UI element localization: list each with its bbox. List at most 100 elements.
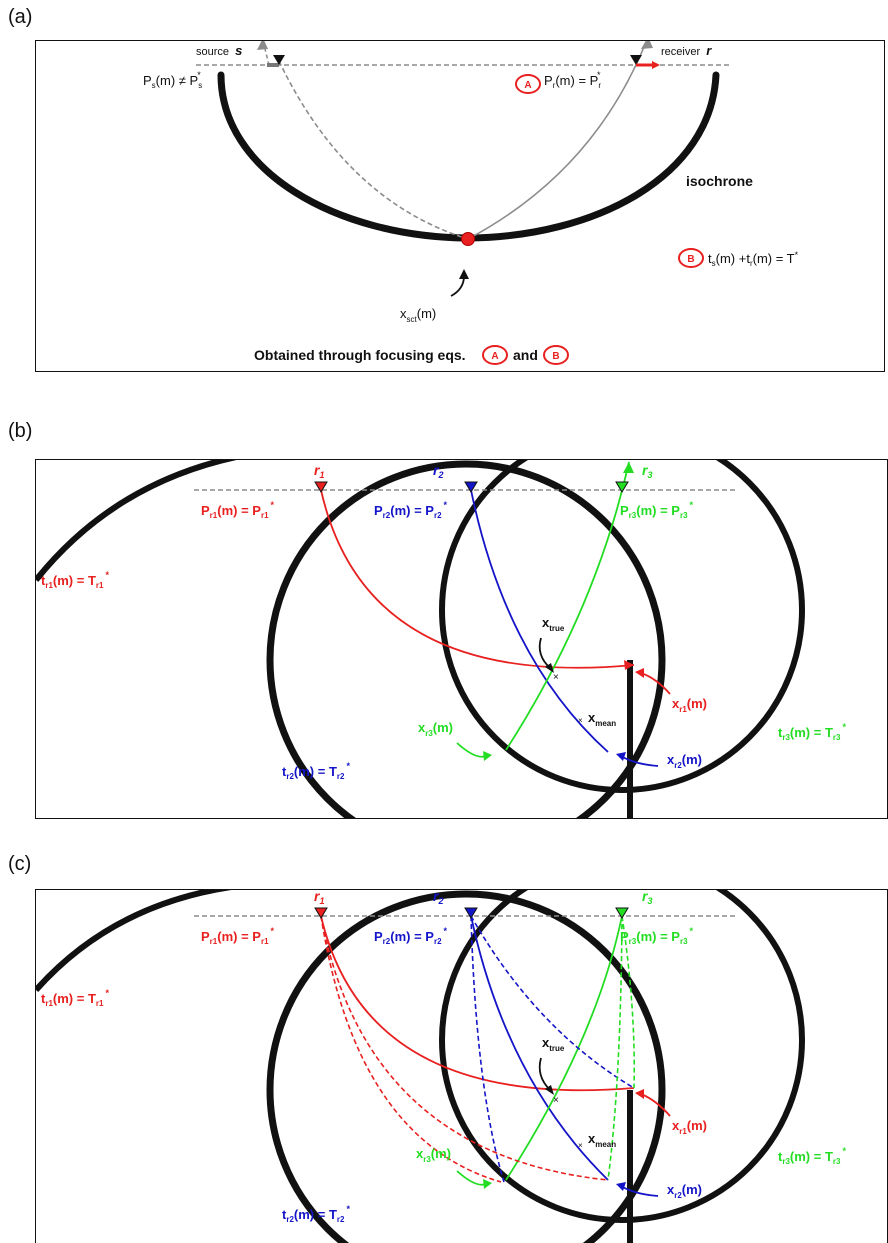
- receiver-r2-icon: [464, 481, 478, 493]
- badge-b-icon: B: [678, 248, 704, 268]
- panel-c-diagram: × × r1 r2 r3 Pr1(m) = Pr1* Pr2(m) = Pr2*…: [36, 890, 846, 1243]
- xr3-arrow-icon: [483, 1179, 492, 1189]
- receiver-r2-icon: [464, 907, 478, 919]
- panel-c-tag: (c): [8, 853, 32, 875]
- badge-a-inline-icon: A: [482, 345, 508, 365]
- receiver-r3-icon: [615, 907, 629, 919]
- panel-a-diagram: source s receiver r Ps(m) ≠ Ps* A Pr(m) …: [143, 41, 799, 365]
- ray-r1-dashed-b: [320, 915, 609, 1181]
- xr2-label: xr2(m): [667, 752, 702, 770]
- receiver-vector-icon: [652, 61, 660, 69]
- svg-text:B: B: [552, 351, 559, 362]
- xr3-label: xr3(m): [416, 1146, 451, 1164]
- tr2-circle: [266, 460, 666, 818]
- receiver-triangle-icon: [630, 55, 642, 65]
- r1-label: r1: [314, 462, 324, 480]
- xr1-arrow-icon: [635, 1089, 644, 1099]
- tr1-equation: tr1(m) = Tr1*: [41, 570, 109, 590]
- xr2-arrow-icon: [616, 1182, 626, 1191]
- xmean-point: ×: [578, 716, 583, 725]
- xsct-label: xsct(m): [400, 306, 436, 324]
- tr2-circle: [266, 890, 666, 1243]
- panel-c: × × r1 r2 r3 Pr1(m) = Pr1* Pr2(m) = Pr2*…: [35, 889, 888, 1243]
- badge-b-inline-icon: B: [543, 345, 569, 365]
- ray-r3-dashed-a: [621, 915, 636, 1089]
- r2-label: r2: [433, 462, 443, 480]
- svg-text:B: B: [687, 254, 694, 265]
- time-equation: ts(m) +tr(m) = T*: [708, 250, 799, 268]
- tr2-equation: tr2(m) = Tr2*: [282, 1204, 350, 1224]
- pr2-equation: Pr2(m) = Pr2*: [374, 500, 448, 520]
- isochrone-label: isochrone: [686, 173, 753, 189]
- ray-r1-dashed-a: [320, 915, 502, 1183]
- ps-equation: Ps(m) ≠ Ps*: [143, 70, 202, 90]
- source-symbol: s: [235, 43, 242, 58]
- tr3-circle: [439, 460, 805, 793]
- panel-a-tag: (a): [8, 6, 33, 28]
- tr3-equation: tr3(m) = Tr3*: [778, 722, 846, 742]
- xtrue-arrow-icon: [545, 1085, 554, 1095]
- xtrue-arrow-icon: [545, 663, 554, 673]
- panel-b-tag: (b): [8, 420, 33, 442]
- scatter-point: [461, 232, 475, 246]
- xmean-point: ×: [578, 1141, 583, 1150]
- tr1-circle: [36, 890, 232, 992]
- receiver-symbol: r: [706, 43, 712, 58]
- xr1-label: xr1(m): [672, 696, 707, 714]
- r3-label: r3: [642, 462, 652, 480]
- source-ray: [278, 60, 469, 240]
- r3-label: r3: [642, 890, 652, 906]
- ray-r2: [470, 915, 609, 1181]
- panel-a: source s receiver r Ps(m) ≠ Ps* A Pr(m) …: [35, 40, 885, 372]
- xr3-label: xr3(m): [418, 720, 453, 738]
- ray-r2-dashed-a: [470, 915, 505, 1183]
- pr1-equation: Pr1(m) = Pr1*: [201, 926, 275, 946]
- xr2-label: xr2(m): [667, 1182, 702, 1200]
- xr1-arrow-icon: [635, 668, 644, 678]
- focusing-text: Obtained through focusing eqs.: [254, 347, 466, 363]
- ray-r3-dashed-b: [607, 915, 623, 1181]
- ray-r1: [320, 915, 635, 1092]
- svg-text:source s: source s: [196, 43, 242, 58]
- and-text: and: [513, 347, 538, 363]
- pr1-equation: Pr1(m) = Pr1*: [201, 500, 275, 520]
- receiver-label: receiver: [661, 46, 700, 58]
- receiver-ray: [467, 41, 648, 240]
- source-arrowhead: [257, 41, 268, 50]
- source-triangle-icon: [273, 55, 285, 65]
- pr3-equation: Pr3(m) = Pr3*: [620, 500, 694, 520]
- ray-arrowhead: [641, 41, 653, 49]
- ray-r1: [320, 489, 635, 669]
- xr1-label: xr1(m): [672, 1118, 707, 1136]
- svg-text:A: A: [491, 351, 498, 362]
- tr1-circle: [36, 460, 237, 582]
- xtrue-label: xtrue: [542, 1035, 565, 1053]
- xr3-arrow-icon: [483, 751, 492, 761]
- svg-text:receiver r: receiver r: [661, 43, 712, 58]
- pr3-equation: Pr3(m) = Pr3*: [620, 926, 694, 946]
- receiver-r3-icon: [615, 481, 629, 493]
- receiver-r1-icon: [314, 907, 328, 919]
- xr2-arrow-icon: [616, 752, 626, 761]
- tr3-equation: tr3(m) = Tr3*: [778, 1146, 846, 1166]
- xsct-arrow-icon: [459, 269, 469, 279]
- xtrue-point: ×: [553, 1095, 559, 1106]
- source-vector-icon: [267, 63, 279, 67]
- ray-r2: [470, 489, 609, 753]
- svg-text:A: A: [524, 80, 531, 91]
- receiver-r1-icon: [314, 481, 328, 493]
- pr-equation: Pr(m) = Pr*: [544, 70, 601, 90]
- panel-b-diagram: × × r1 r2 r3 Pr1(m) = Pr1* Pr2(m) = Pr2*…: [36, 460, 846, 818]
- tr1-equation: tr1(m) = Tr1*: [41, 988, 109, 1008]
- tr2-equation: tr2(m) = Tr2*: [282, 761, 350, 781]
- tr3-circle: [439, 890, 805, 1223]
- xmean-label: xmean: [588, 1131, 616, 1149]
- pr2-equation: Pr2(m) = Pr2*: [374, 926, 448, 946]
- panel-b: × × r1 r2 r3 Pr1(m) = Pr1* Pr2(m) = Pr2*…: [35, 459, 888, 819]
- xmean-label: xmean: [588, 710, 616, 728]
- ray-r2-dashed-b: [470, 915, 635, 1089]
- ray-r3: [505, 915, 623, 1181]
- ray-r3: [505, 461, 630, 751]
- xtrue-label: xtrue: [542, 615, 565, 633]
- r1-label: r1: [314, 890, 324, 906]
